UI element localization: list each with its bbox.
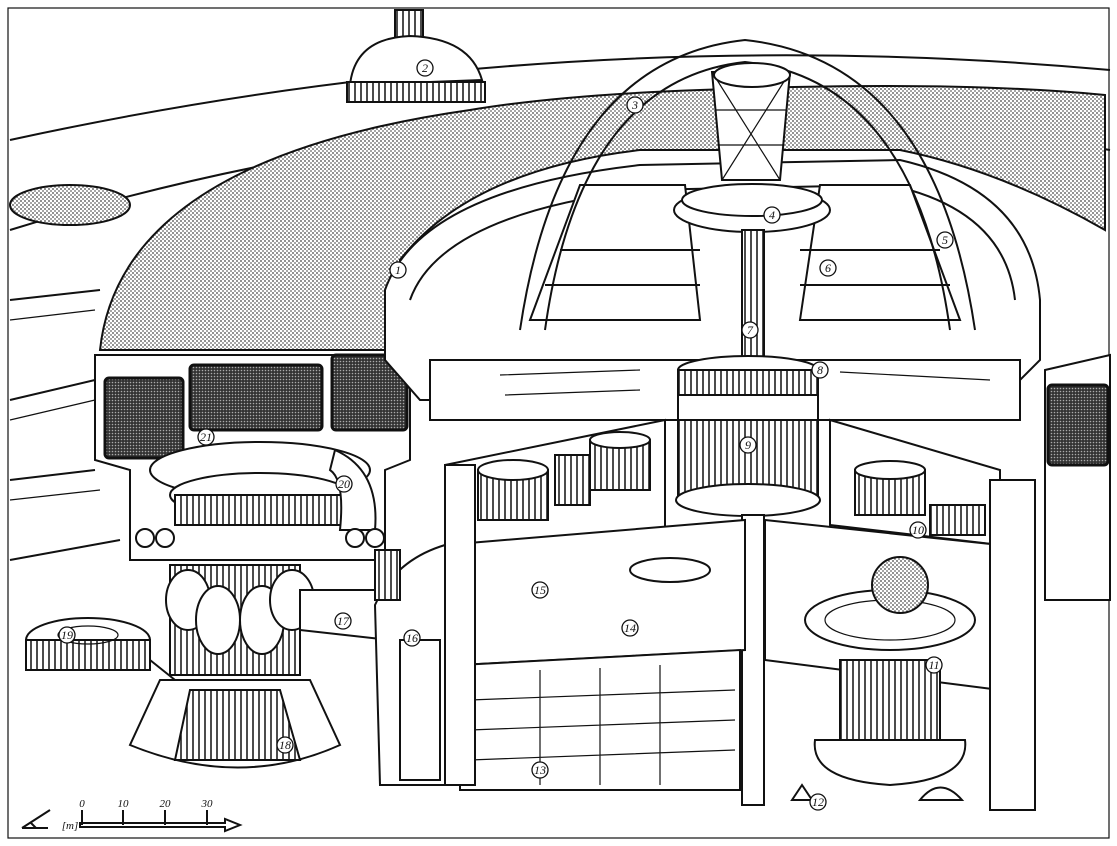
callout-17: 17 [334, 612, 352, 630]
svg-text:15: 15 [534, 583, 546, 597]
callout-11: 11 [925, 656, 943, 674]
svg-text:18: 18 [279, 738, 291, 752]
scale-tick-30: 30 [201, 798, 214, 810]
inner-decks [443, 353, 1111, 811]
svg-text:6: 6 [825, 261, 831, 275]
svg-text:7: 7 [747, 323, 754, 337]
svg-text:2: 2 [422, 61, 428, 75]
svg-text:12: 12 [812, 795, 824, 809]
svg-text:20: 20 [338, 477, 350, 491]
scale-bar: [m] 0 10 20 30 [21, 798, 243, 833]
callout-21: 21 [197, 428, 215, 446]
svg-text:3: 3 [631, 98, 638, 112]
scale-tick-20: 20 [160, 798, 172, 810]
callout-2: 2 [416, 59, 434, 77]
svg-text:4: 4 [769, 208, 775, 222]
callout-19: 19 [58, 626, 76, 644]
svg-text:8: 8 [817, 363, 823, 377]
scale-arrow [79, 817, 243, 833]
callout-5: 5 [936, 231, 954, 249]
svg-text:14: 14 [624, 621, 636, 635]
scale-tick-10: 10 [118, 798, 130, 810]
callout-3: 3 [626, 96, 644, 114]
callout-labels: 1 2 3 4 5 6 7 8 9 10 11 12 13 14 15 16 1… [58, 59, 954, 811]
callout-13: 13 [531, 761, 549, 779]
callout-7: 7 [741, 321, 759, 339]
svg-text:17: 17 [337, 614, 350, 628]
ceiling-lamp [346, 9, 486, 103]
access-column [373, 543, 446, 786]
svg-text:19: 19 [61, 628, 73, 642]
left-module [94, 353, 411, 561]
central-hub [384, 38, 1041, 421]
callout-10: 10 [909, 521, 927, 539]
callout-6: 6 [819, 259, 837, 277]
callout-8: 8 [811, 361, 829, 379]
callout-16: 16 [403, 629, 421, 647]
centrifuge-platform [790, 556, 976, 801]
svg-text:11: 11 [928, 658, 939, 672]
left-propulsion [25, 564, 391, 769]
callout-12: 12 [809, 793, 827, 811]
svg-text:10: 10 [912, 523, 924, 537]
outer-ring [9, 54, 1111, 561]
callout-14: 14 [621, 619, 639, 637]
callout-9: 9 [739, 436, 757, 454]
callout-20: 20 [335, 475, 353, 493]
svg-text:1: 1 [395, 263, 401, 277]
svg-text:16: 16 [406, 631, 418, 645]
svg-text:21: 21 [200, 430, 212, 444]
callout-15: 15 [531, 581, 549, 599]
callout-1: 1 [389, 261, 407, 279]
callout-18: 18 [276, 736, 294, 754]
scale-tick-0: 0 [79, 798, 85, 810]
angle-icon [21, 809, 51, 829]
callout-4: 4 [763, 206, 781, 224]
scale-unit: [m] [62, 820, 79, 832]
svg-text:5: 5 [942, 233, 948, 247]
core-cylinder [675, 355, 821, 806]
svg-text:13: 13 [534, 763, 546, 777]
svg-text:9: 9 [745, 438, 751, 452]
